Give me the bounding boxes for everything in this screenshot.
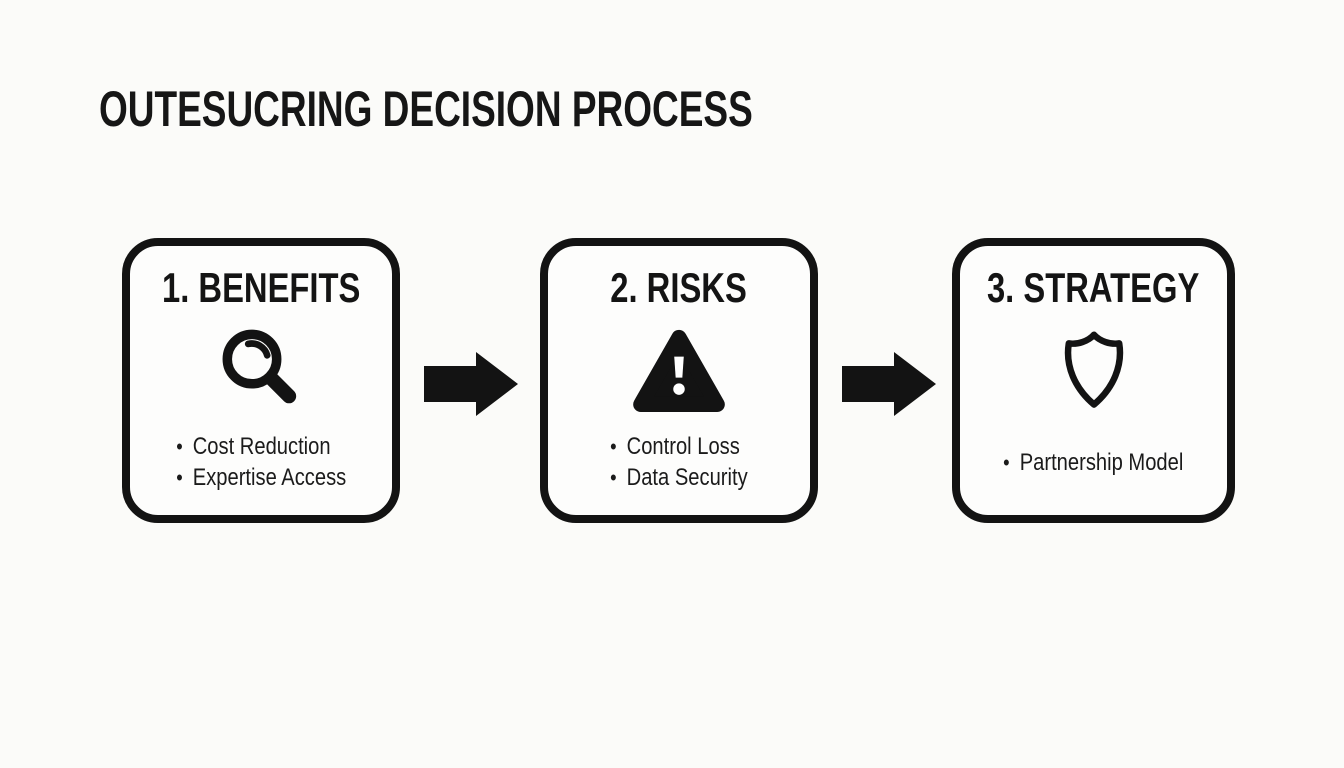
bullet-text: Partnership Model bbox=[1019, 448, 1184, 476]
list-item: • Data Security bbox=[610, 462, 748, 493]
bullet-dot-icon: • bbox=[610, 434, 617, 460]
step-card-risks: 2. RISKS • Control Loss • Data Security bbox=[540, 238, 818, 523]
step-title-risks: 2. RISKS bbox=[610, 264, 748, 311]
step-bullets-risks: • Control Loss • Data Security bbox=[610, 430, 748, 494]
magnifier-icon bbox=[214, 320, 309, 420]
list-item: • Cost Reduction bbox=[176, 431, 346, 462]
bullet-dot-icon: • bbox=[175, 465, 183, 491]
list-item: • Partnership Model bbox=[1003, 447, 1183, 478]
bullet-text: Control Loss bbox=[626, 433, 740, 461]
step-bullets-strategy: • Partnership Model bbox=[1003, 430, 1183, 494]
step-bullets-benefits: • Cost Reduction • Expertise Access bbox=[176, 430, 346, 494]
bullet-text: Expertise Access bbox=[192, 464, 347, 492]
bullet-dot-icon: • bbox=[610, 465, 617, 491]
step-card-strategy: 3. STRATEGY • Partnership Model bbox=[952, 238, 1235, 523]
page-title: OUTESUCRING DECISION PROCESS bbox=[99, 81, 753, 137]
arrow-right-icon bbox=[842, 352, 936, 416]
list-item: • Control Loss bbox=[610, 431, 748, 462]
step-title-strategy: 3. STRATEGY bbox=[987, 264, 1200, 311]
bullet-text: Data Security bbox=[626, 464, 748, 492]
arrow-right-icon bbox=[424, 352, 518, 416]
step-card-benefits: 1. BENEFITS • Cost Reduction • Expertise… bbox=[122, 238, 400, 523]
list-item: • Expertise Access bbox=[176, 462, 346, 493]
step-title-benefits: 1. BENEFITS bbox=[161, 264, 361, 311]
bullet-text: Cost Reduction bbox=[192, 433, 331, 461]
bullet-dot-icon: • bbox=[1003, 449, 1010, 475]
bullet-dot-icon: • bbox=[175, 434, 183, 460]
warning-triangle-icon bbox=[633, 320, 725, 420]
shield-icon bbox=[1058, 320, 1130, 420]
